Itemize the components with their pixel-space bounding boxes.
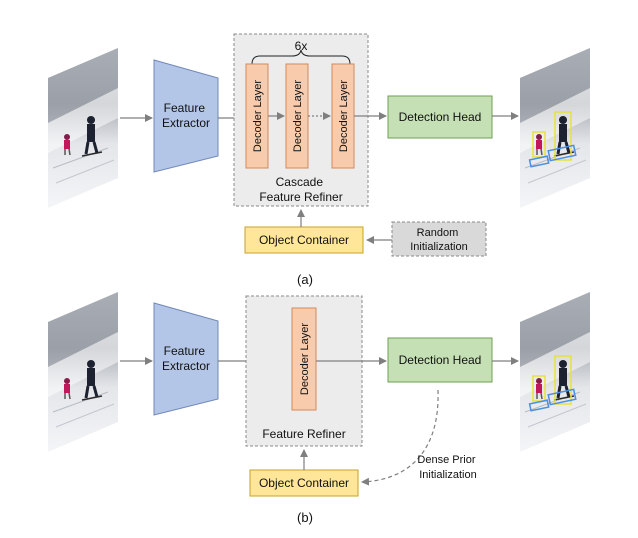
repeat-brace [251,49,351,65]
fe-a-line1: Feature [164,101,206,115]
ri-line2: Initialization [410,241,467,253]
input-image-b [46,290,120,454]
caption-a: (a) [297,272,313,287]
panel-a: Feature Extractor 6x Decoder Layer Decod… [46,33,592,287]
feature-refiner-label: Feature Refiner [262,427,345,441]
cr-line1: Cascade [276,175,324,189]
decoder-layer-b: Decoder Layer [291,307,317,411]
feature-extractor-b [153,302,219,416]
dp-line2: Initialization [419,469,476,481]
dense-prior-label: Dense Prior Initialization [417,454,478,481]
decoder-layer-a1: Decoder Layer [245,63,269,169]
cr-line2: Feature Refiner [259,190,342,204]
dense-prior-arrow [361,389,439,486]
detection-head-b [387,337,493,383]
dp-line1: Dense Prior [417,454,475,466]
object-container-label-b: Object Container [259,476,349,490]
fe-b-line2: Extractor [162,359,210,373]
detection-head-label-a: Detection Head [399,110,482,124]
random-init-label: Random Initialization [410,227,467,253]
decoder-layer-a3: Decoder Layer [331,63,355,169]
caption-b: (b) [297,510,313,525]
detection-head-label-b: Detection Head [399,353,482,367]
decoder-label-a1: Decoder Layer [252,80,264,152]
fe-a-line2: Extractor [162,116,210,130]
cascade-refiner-label: Cascade Feature Refiner [259,175,342,204]
repeat-label: 6x [295,39,308,53]
fe-b-line1: Feature [164,344,206,358]
object-container-a [244,226,364,254]
output-image-b [518,290,592,454]
output-image-a [518,46,592,210]
decoder-label-a2: Decoder Layer [292,80,304,152]
feature-extractor-label-a: Feature Extractor [162,101,210,130]
feature-extractor-label-b: Feature Extractor [162,344,210,373]
random-init-box [391,221,487,257]
detection-head-a [387,95,493,139]
object-container-label-a: Object Container [259,233,349,247]
panel-b: Feature Extractor Decoder Layer Feature … [46,290,592,525]
input-image-a [46,46,120,210]
decoder-layer-a2: Decoder Layer [285,63,309,169]
decoder-label-a3: Decoder Layer [338,80,350,152]
ri-line1: Random [417,227,459,239]
feature-extractor-a [153,59,219,173]
decoder-label-b: Decoder Layer [299,323,311,395]
